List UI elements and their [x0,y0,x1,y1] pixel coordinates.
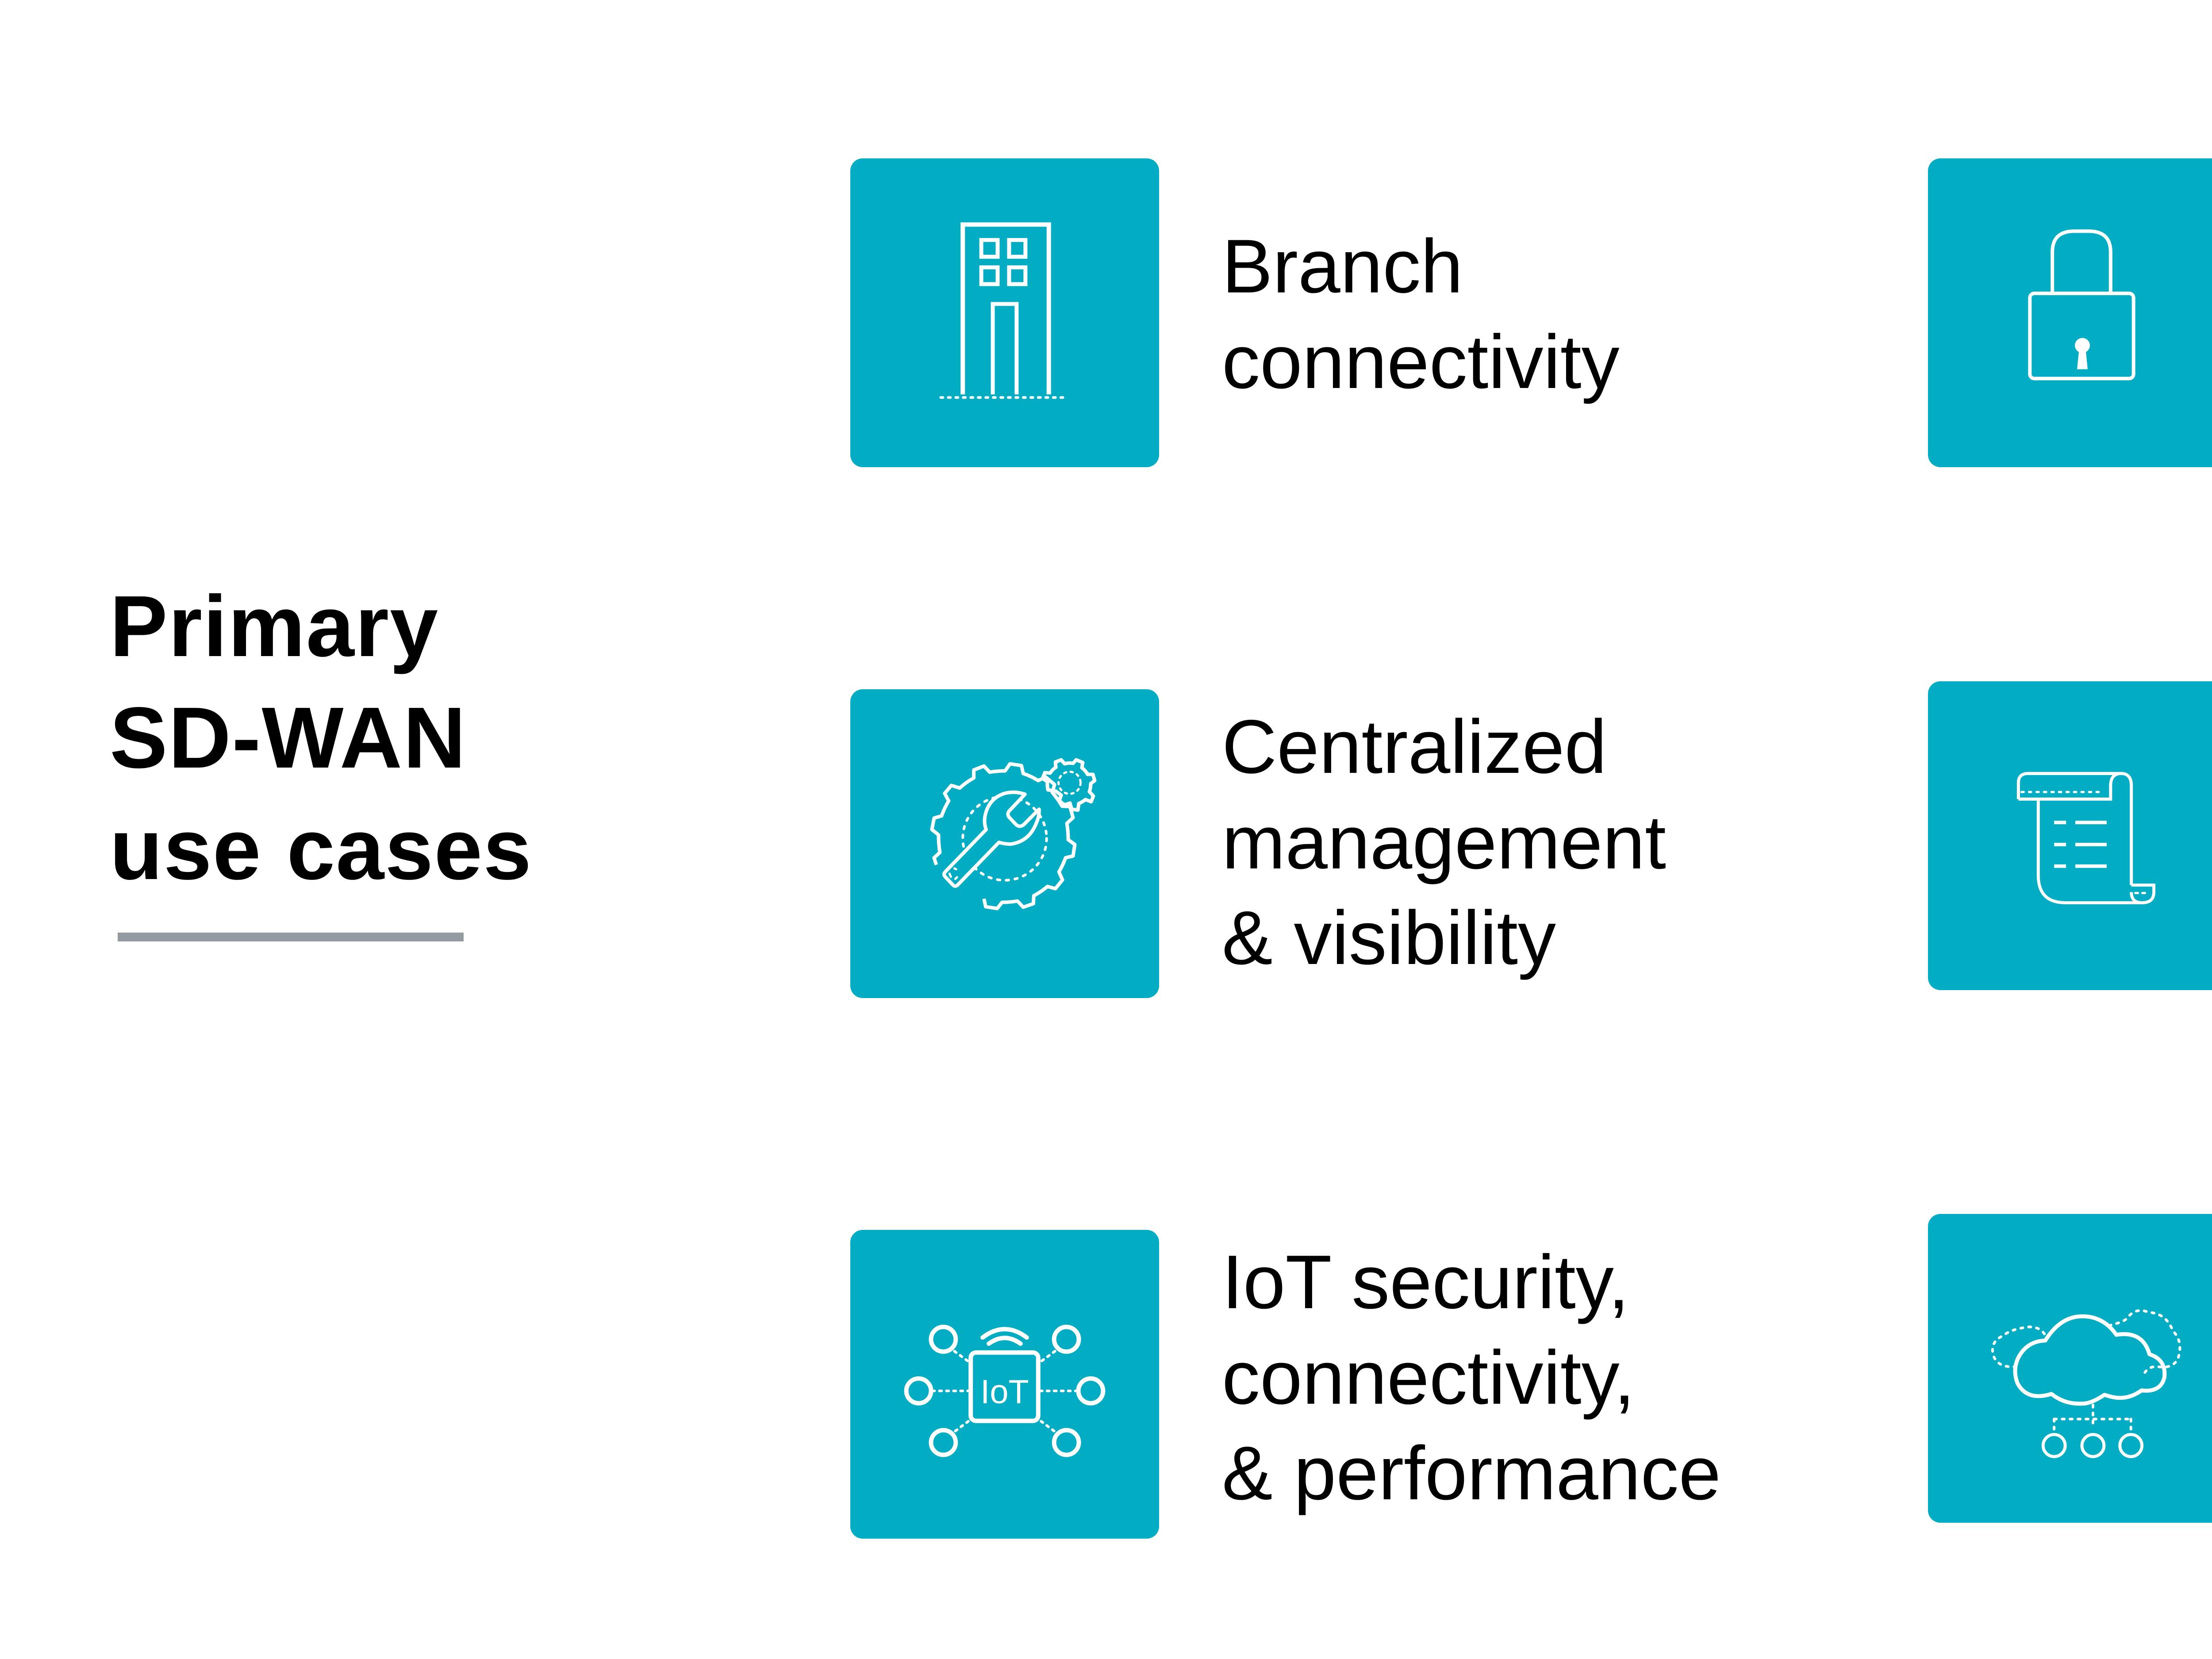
title-line: use cases [110,801,533,898]
iot-network-icon: IoT [850,1230,1159,1539]
title-line: SD-WAN [110,689,467,786]
cloud-network-icon [1928,1214,2212,1523]
iot-icon-text: IoT [980,1373,1029,1411]
office-building-icon [850,158,1159,467]
scroll-document-icon [1928,681,2212,990]
wrench-gears-icon [850,689,1159,998]
title-line: Primary [110,578,439,675]
use-case-label: Centralized management & visibility [1222,704,1666,980]
use-case-label: Branch connectivity [1222,224,1620,404]
title-underline-divider [118,933,464,941]
padlock-icon [1928,158,2212,467]
use-case-label: IoT security, connectivity, & performanc… [1222,1240,1721,1516]
page-title: Primary SD-WAN use cases [110,571,532,905]
